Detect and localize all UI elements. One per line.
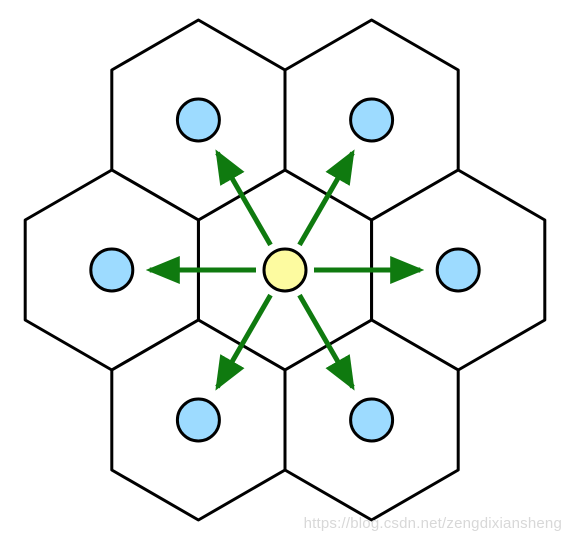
arrow-upper-right: [297, 149, 355, 247]
neighbor-node-upper-left: [175, 97, 221, 143]
neighbor-node-left: [89, 247, 135, 293]
node-group: [89, 97, 481, 443]
neighbor-node-lower-right: [349, 397, 395, 443]
arrow-upper-left: [215, 149, 273, 247]
neighbor-node-upper-right: [349, 97, 395, 143]
neighbor-node-right: [435, 247, 481, 293]
arrow-lower-left: [215, 293, 273, 391]
arrow-lower-right: [297, 293, 355, 391]
arrow-group: [145, 149, 425, 391]
center-node: [262, 247, 308, 293]
neighbor-node-lower-left: [175, 397, 221, 443]
watermark: https://blog.csdn.net/zengdixiansheng: [303, 515, 562, 532]
